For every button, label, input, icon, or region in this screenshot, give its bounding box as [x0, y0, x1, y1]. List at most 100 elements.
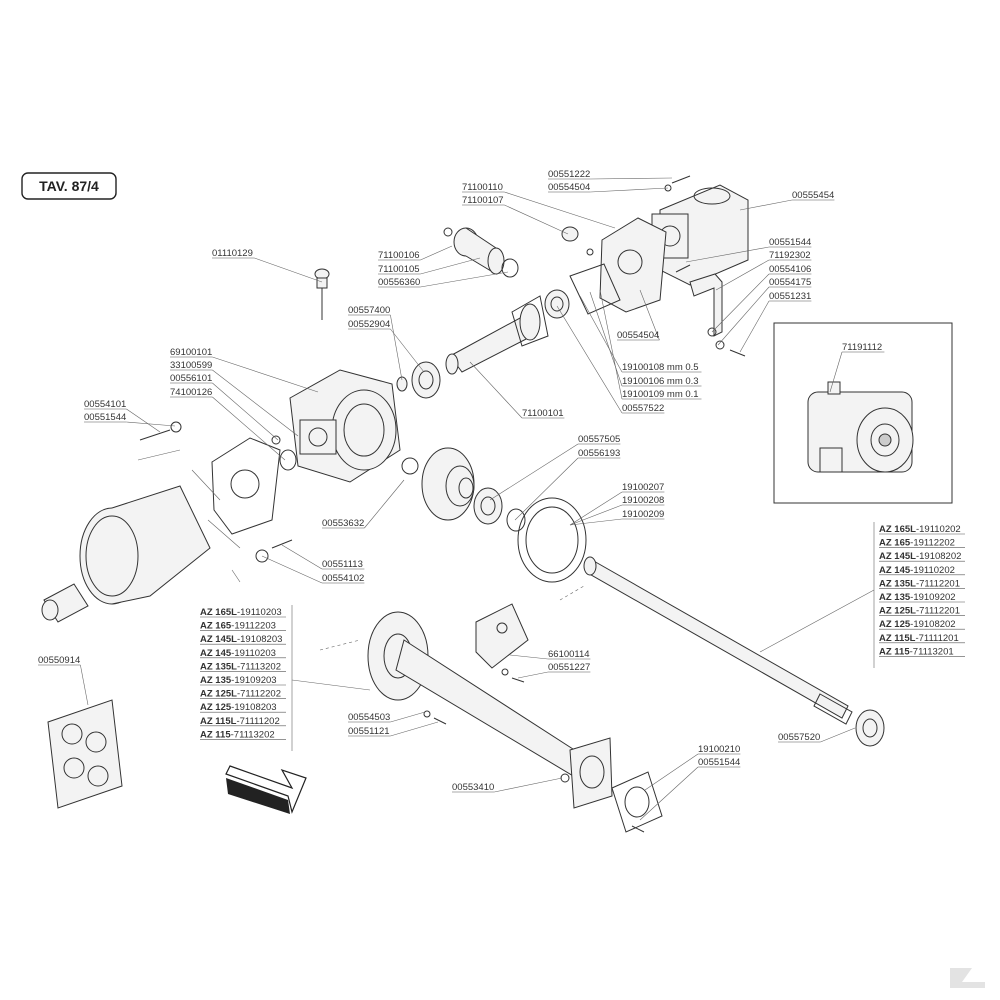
- model-row: AZ 165-19112203: [200, 621, 276, 632]
- model-row: AZ 135-19109203: [200, 675, 277, 686]
- leader-line: [420, 257, 481, 275]
- washer: [715, 340, 725, 350]
- leader-line: [589, 291, 623, 387]
- model-name: AZ 125L: [200, 689, 237, 700]
- leader-line: [599, 289, 623, 400]
- leader-line: [717, 286, 770, 346]
- leader-line: [364, 479, 405, 529]
- leader-line: [261, 555, 323, 584]
- mounting-bracket: [475, 603, 529, 669]
- dipstick: [314, 268, 330, 320]
- shim-gasket: [569, 263, 621, 315]
- part-number-label: 00554504: [617, 330, 659, 341]
- part-number-label: 00551121: [348, 726, 390, 737]
- leader-line: [644, 753, 699, 791]
- leader-lines: [80, 177, 856, 821]
- model-name: AZ 165: [200, 621, 232, 632]
- main-gearbox-housing: [271, 369, 401, 483]
- leader-line: [390, 711, 426, 723]
- part-number-label: 19100109 mm 0.1: [622, 389, 699, 400]
- inset-detail-box: [773, 322, 953, 504]
- part-number-label: 00550914: [38, 655, 80, 666]
- leader-line: [420, 271, 509, 288]
- bolt: [139, 429, 171, 441]
- model-name: AZ 145L: [879, 551, 916, 562]
- part-number-label: 71100106: [378, 250, 420, 261]
- model-row: AZ 145-19110202: [879, 565, 955, 576]
- part-number-label: 00551231: [769, 291, 811, 302]
- model-code: -19110202: [916, 524, 961, 535]
- part-number-label: 00557505: [578, 434, 620, 445]
- part-number-label: 00554106: [769, 264, 811, 275]
- model-code: -19110202: [910, 565, 955, 576]
- nut: [401, 457, 419, 475]
- leader-line: [126, 408, 161, 433]
- part-number-label: 00556360: [378, 277, 420, 288]
- watermark-logo-icon: [950, 968, 985, 988]
- part-number-label: 00551113: [322, 559, 363, 570]
- model-code: -71111202: [236, 716, 279, 727]
- part-number-labels: 0055122200554504005554547110011071100107…: [38, 169, 885, 793]
- leader-line: [390, 721, 439, 737]
- pinion-shaft: [445, 295, 549, 375]
- bushing: [443, 226, 594, 278]
- part-number-label: 00555454: [792, 190, 834, 201]
- model-code: -71113201: [910, 646, 954, 657]
- model-name: AZ 135: [879, 592, 911, 603]
- washer: [255, 549, 269, 563]
- model-code: -19110203: [231, 648, 276, 659]
- model-code: -19109202: [910, 592, 955, 603]
- bearing: [473, 487, 503, 525]
- model-name: AZ 145L: [200, 634, 237, 645]
- leader-line: [514, 457, 579, 521]
- model-row: AZ 165L-19110203: [200, 607, 282, 618]
- model-code: -19108202: [910, 619, 955, 630]
- part-number-label: 00554175: [769, 277, 811, 288]
- model-row: AZ 135-19109202: [879, 592, 956, 603]
- part-number-label: 00553632: [322, 518, 364, 529]
- part-number-label: 00551544: [769, 237, 811, 248]
- model-row: AZ 135L-71112201: [879, 578, 960, 589]
- part-number-label: 00554102: [322, 573, 364, 584]
- part-number-label: 00553410: [452, 782, 494, 793]
- model-row: AZ 145L-19108202: [879, 551, 961, 562]
- bearing: [855, 709, 885, 747]
- washer: [707, 327, 717, 337]
- part-number-label: 66100114: [548, 649, 590, 660]
- bearing: [544, 289, 570, 319]
- part-number-label: 00552904: [348, 319, 390, 330]
- model-name: AZ 135L: [879, 578, 916, 589]
- direction-arrow-icon: [225, 765, 307, 814]
- side-cover-plate: [211, 437, 281, 535]
- model-code: -71113202: [237, 661, 281, 672]
- cylindrical-guard: [79, 485, 211, 605]
- construction-lines: [137, 449, 585, 651]
- part-number-label: 19100106 mm 0.3: [622, 376, 699, 387]
- part-number-label: 00556193: [578, 448, 620, 459]
- leader-line: [494, 777, 563, 793]
- model-row: AZ 115L-71111201: [879, 633, 959, 644]
- part-number-label: 00554503: [348, 712, 390, 723]
- leader-line: [509, 654, 549, 660]
- leader-line: [212, 356, 319, 393]
- model-row: AZ 165-19112202: [879, 538, 955, 549]
- model-name: AZ 135L: [200, 661, 237, 672]
- part-number-label: 00557520: [778, 732, 820, 743]
- model-row: AZ 125-19108202: [879, 619, 956, 630]
- model-code: -71112201: [916, 606, 960, 617]
- leader-line: [517, 671, 549, 679]
- leader-line: [579, 295, 623, 373]
- model-name: AZ 135: [200, 675, 232, 686]
- part-number-label: 00551544: [698, 757, 740, 768]
- model-name: AZ 165L: [200, 607, 237, 618]
- model-row: AZ 115-71113201: [879, 646, 954, 657]
- model-code: -19108202: [916, 551, 961, 562]
- part-number-label: 19100210: [698, 744, 740, 755]
- leader-line: [489, 443, 579, 501]
- model-code: -19109203: [231, 675, 276, 686]
- cover-plate: [599, 217, 667, 313]
- leader-line: [711, 273, 770, 333]
- leader-line: [469, 361, 523, 419]
